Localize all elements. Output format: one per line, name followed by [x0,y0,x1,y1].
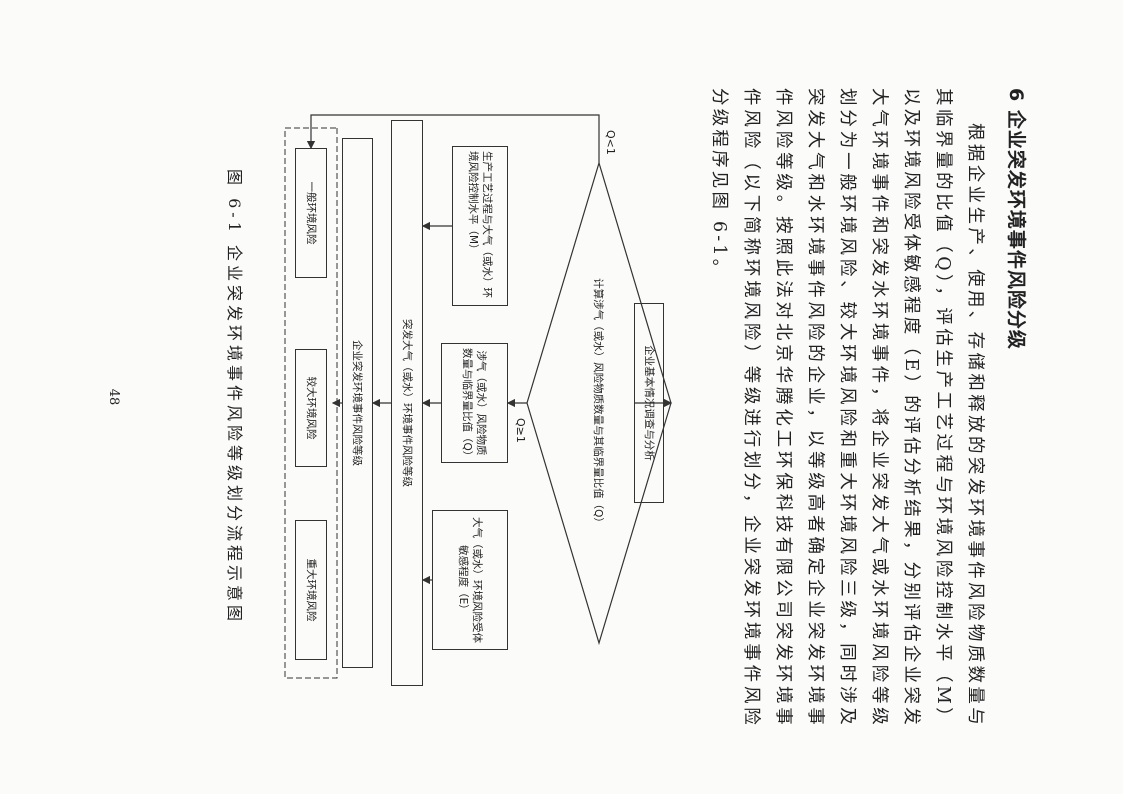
grade-box: 突发大气（或水）环境事件风险等级 [391,120,423,686]
start-box: 企业基本情况调查与分析 [634,303,664,503]
e-box: 大气（或水）环境风险受体敏感程度（E） [432,510,508,650]
results-dashed-group [284,127,338,679]
figure-caption: 图 6-1 企业突发环境事件风险等级划分流程示意图 [225,169,244,625]
decision-label: 计算涉气（或水）风险物质数量与其临界量比值（Q） [592,278,604,528]
m-box: 生产工艺过程与大气（或水）环境风险控制水平（M） [452,146,508,306]
company-box: 企业突发环境事件风险等级 [342,138,373,668]
result-larger: 较大环境风险 [295,349,327,467]
result-major: 重大环境风险 [295,520,327,660]
result-general: 一般环境风险 [295,148,327,278]
page-number: 48 [106,388,121,406]
q-ge-label: Q≥1 [514,418,527,443]
q-less-label: Q<1 [604,130,617,155]
q-box: 涉气（或水）风险物质数量与临界量比值（Q） [441,343,508,463]
